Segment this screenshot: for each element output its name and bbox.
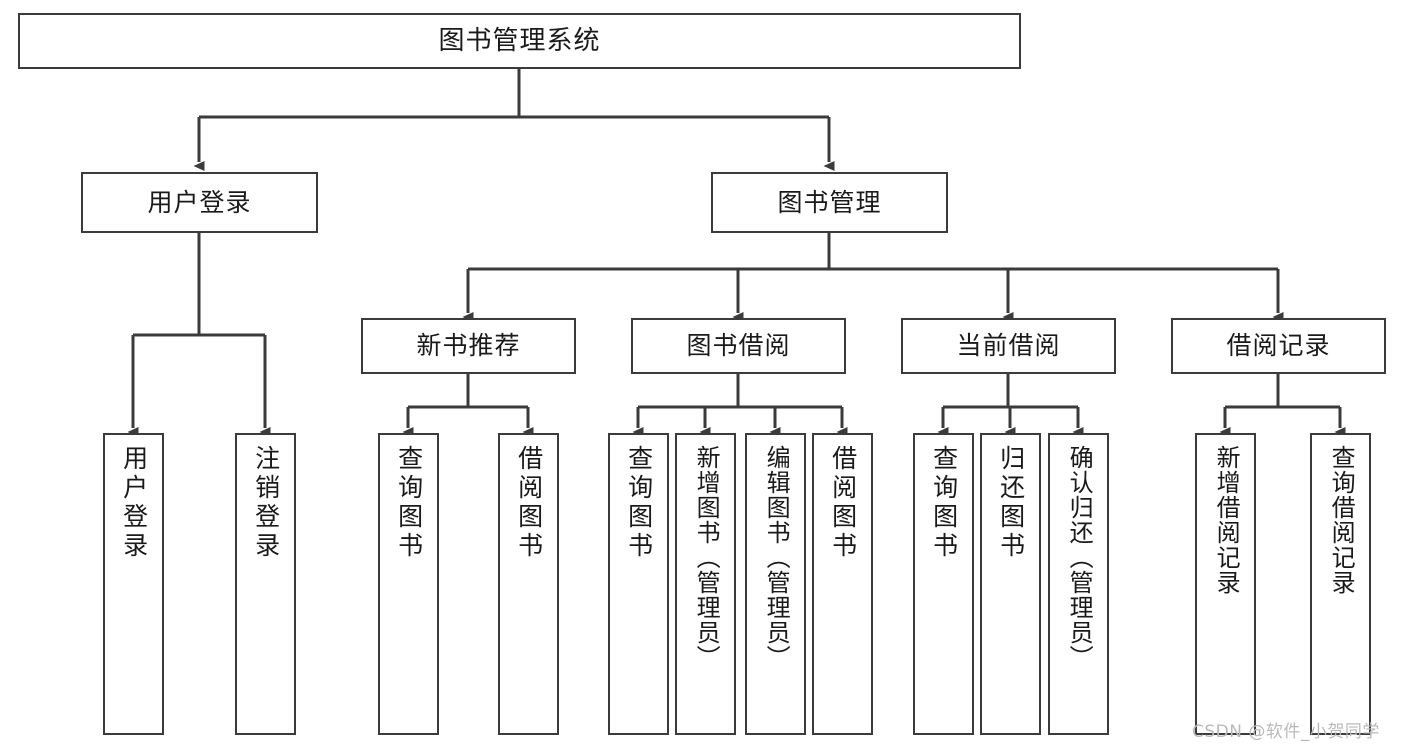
node-label: 用户登录 (147, 187, 252, 217)
node-label: 图书管理 (777, 187, 882, 217)
node-user-login[interactable]: 用户登录 (81, 172, 318, 233)
node-label: 查询借阅记录 (1327, 445, 1356, 595)
node-label: 查询图书 (394, 445, 424, 561)
node-label: 编辑图书（管理员） (762, 445, 791, 670)
node-label: 图书借阅 (686, 331, 791, 361)
node-label: 新书推荐 (416, 331, 521, 361)
leaf-borrow-book[interactable]: 借阅图书 (812, 433, 873, 735)
leaf-query-borrow-record[interactable]: 查询借阅记录 (1310, 433, 1371, 735)
node-label: 确认归还（管理员） (1065, 445, 1094, 670)
leaf-add-borrow-record[interactable]: 新增借阅记录 (1195, 433, 1256, 735)
watermark-text: CSDN @软件_小贺同学 (1192, 722, 1380, 742)
leaf-logout-login[interactable]: 注销登录 (235, 433, 296, 735)
csdn-watermark: CSDN @软件_小贺同学 (1192, 717, 1380, 742)
node-label: 用户登录 (119, 445, 149, 561)
node-book-management[interactable]: 图书管理 (711, 172, 948, 233)
node-label: 归还图书 (996, 445, 1026, 561)
node-label: 注销登录 (251, 445, 281, 561)
leaf-confirm-return[interactable]: 确认归还（管理员） (1048, 433, 1109, 735)
leaf-return-book[interactable]: 归还图书 (980, 433, 1041, 735)
node-label: 查询图书 (929, 445, 959, 561)
node-label: 图书管理系统 (438, 25, 601, 56)
node-borrow-record[interactable]: 借阅记录 (1171, 318, 1386, 374)
node-label: 当前借阅 (956, 331, 1061, 361)
node-label: 借阅图书 (828, 445, 858, 561)
node-book-borrow[interactable]: 图书借阅 (631, 318, 846, 374)
node-new-book-recommend[interactable]: 新书推荐 (361, 318, 576, 374)
leaf-borrow-book-recommend[interactable]: 借阅图书 (498, 433, 559, 735)
leaf-query-book-recommend[interactable]: 查询图书 (378, 433, 439, 735)
node-label: 新增图书（管理员） (692, 445, 721, 670)
leaf-edit-book[interactable]: 编辑图书（管理员） (745, 433, 806, 735)
node-label: 借阅记录 (1226, 331, 1331, 361)
node-label: 查询图书 (624, 445, 654, 561)
leaf-add-book[interactable]: 新增图书（管理员） (675, 433, 736, 735)
leaf-query-book-borrow[interactable]: 查询图书 (608, 433, 669, 735)
leaf-user-login[interactable]: 用户登录 (103, 433, 164, 735)
node-label: 新增借阅记录 (1212, 445, 1241, 595)
node-current-borrow[interactable]: 当前借阅 (901, 318, 1116, 374)
node-label: 借阅图书 (514, 445, 544, 561)
node-root-system[interactable]: 图书管理系统 (18, 13, 1021, 69)
leaf-query-book-current[interactable]: 查询图书 (913, 433, 974, 735)
